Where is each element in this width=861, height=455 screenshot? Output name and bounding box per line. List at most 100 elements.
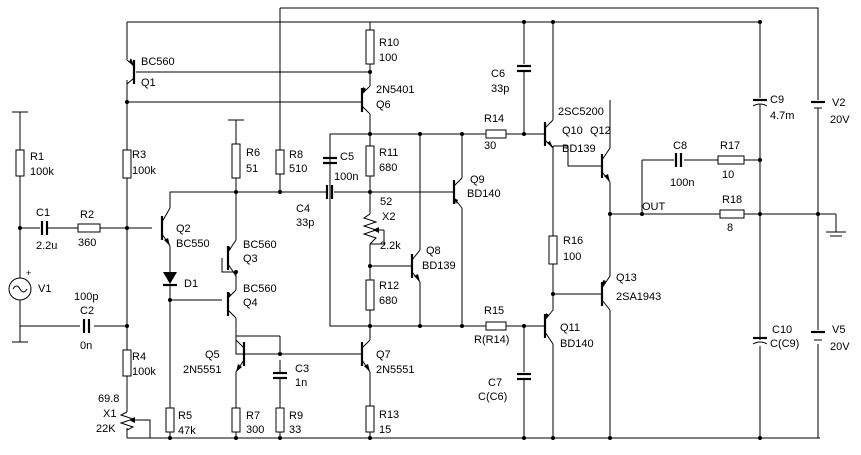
label-q13-type: 2SA1943 — [616, 291, 661, 303]
label-r16: R16 — [563, 235, 583, 247]
battery-v5 — [811, 330, 825, 341]
value-r16: 100 — [563, 251, 581, 263]
value-r3: 100k — [132, 165, 156, 177]
resistor-r12 — [365, 279, 375, 311]
label-q8-type: BD139 — [422, 260, 456, 272]
resistor-r2 — [77, 223, 101, 233]
label-q9-type: BD140 — [467, 188, 501, 200]
capacitor-c4 — [325, 185, 334, 199]
value-r5: 47k — [178, 425, 196, 437]
label-q5-type: 2N5551 — [183, 364, 222, 376]
transistor-q7 — [356, 339, 371, 373]
label-v1: V1 — [38, 283, 51, 295]
label-r2: R2 — [80, 209, 94, 221]
label-q4: Q4 — [243, 297, 258, 309]
value-r14: 30 — [484, 140, 496, 152]
resistor-r10 — [365, 29, 375, 65]
resistor-r18 — [719, 209, 745, 219]
value-c4: 33p — [296, 217, 314, 229]
label-q13: Q13 — [616, 272, 637, 284]
transistor-q1 — [126, 58, 136, 85]
value-r8: 510 — [289, 163, 307, 175]
value-r6: 51 — [246, 163, 258, 175]
label-q7: Q7 — [376, 349, 391, 361]
transistor-q6 — [356, 85, 371, 115]
capacitor-c5 — [323, 156, 337, 168]
resistor-r16 — [548, 235, 558, 265]
label-r1: R1 — [30, 151, 44, 163]
potentiometer-x2 — [362, 213, 384, 245]
label-c8: C8 — [673, 140, 687, 152]
battery-v2 — [811, 100, 825, 128]
resistor-r15 — [485, 321, 507, 331]
label-c2: C2 — [80, 305, 94, 317]
capacitor-c7 — [517, 372, 531, 394]
value-x1: 22K — [96, 423, 116, 435]
value-r10: 100 — [379, 52, 397, 64]
resistor-r6 — [231, 143, 241, 179]
label-q4-type: BC560 — [243, 283, 277, 295]
resistor-r14 — [485, 129, 507, 139]
value-r1: 100k — [30, 166, 54, 178]
label-c7: C7 — [488, 377, 502, 389]
resistors — [15, 29, 745, 433]
capacitor-c6 — [517, 64, 531, 80]
value-v2: 20V — [830, 114, 850, 126]
capacitor-c2 — [82, 319, 91, 333]
label-q9: Q9 — [470, 174, 485, 186]
transistor-q8 — [404, 249, 421, 283]
label-x1: X1 — [103, 408, 116, 420]
label-c9: C9 — [770, 94, 784, 106]
resistor-r4 — [122, 349, 132, 377]
value-x2: 2.2k — [380, 240, 401, 252]
value-c2-top: 100p — [74, 291, 98, 303]
label-q10: Q10 — [562, 125, 583, 137]
value-r9: 33 — [289, 424, 301, 436]
label-r10: R10 — [379, 37, 399, 49]
value-c10: C(C9) — [770, 338, 799, 350]
resistor-r11 — [365, 145, 375, 177]
transistor-q12 — [596, 147, 611, 183]
value-c2: 0n — [80, 340, 92, 352]
value-r17: 10 — [722, 169, 734, 181]
label-v2: V2 — [832, 97, 845, 109]
label-q7-type: 2N5551 — [376, 364, 415, 376]
value-c9: 4.7m — [770, 110, 794, 122]
label-r14: R14 — [484, 113, 504, 125]
capacitors — [40, 64, 768, 394]
resistor-r13 — [365, 405, 375, 433]
label-q10-type: 2SC5200 — [558, 106, 604, 118]
transistor-q9 — [440, 177, 463, 209]
transistor-q13 — [596, 275, 611, 311]
signal-source-v1: + — [8, 268, 32, 301]
transistor-q2 — [160, 207, 171, 247]
label-q6-type: 2N5401 — [376, 84, 415, 96]
resistor-r8 — [275, 149, 285, 175]
label-r11: R11 — [379, 147, 398, 159]
label-r13: R13 — [379, 409, 399, 421]
label-c6: C6 — [491, 68, 505, 80]
junction-dots — [18, 20, 820, 440]
label-r4: R4 — [132, 351, 146, 363]
transistor-q4 — [226, 289, 237, 319]
capacitor-c3 — [273, 371, 287, 388]
label-c1: C1 — [36, 207, 50, 219]
value-r7: 300 — [246, 424, 264, 436]
value-r15: R(R14) — [474, 334, 509, 346]
capacitor-c1 — [40, 221, 49, 235]
svg-text:+: + — [26, 268, 31, 278]
ground-symbols — [12, 111, 846, 343]
label-q2-type: BC550 — [176, 238, 210, 250]
label-r7: R7 — [246, 410, 260, 422]
label-q8: Q8 — [426, 245, 441, 257]
value-r18: 8 — [727, 222, 733, 234]
value-v5: 20V — [830, 341, 850, 353]
label-c3: C3 — [295, 363, 309, 375]
value-c3: 1n — [295, 377, 307, 389]
resistor-r9 — [275, 407, 285, 433]
label-c4: C4 — [296, 203, 310, 215]
label-r8: R8 — [289, 149, 303, 161]
resistor-r3 — [122, 149, 132, 179]
label-q11-type: BD140 — [560, 338, 594, 350]
label-r17: R17 — [720, 140, 740, 152]
